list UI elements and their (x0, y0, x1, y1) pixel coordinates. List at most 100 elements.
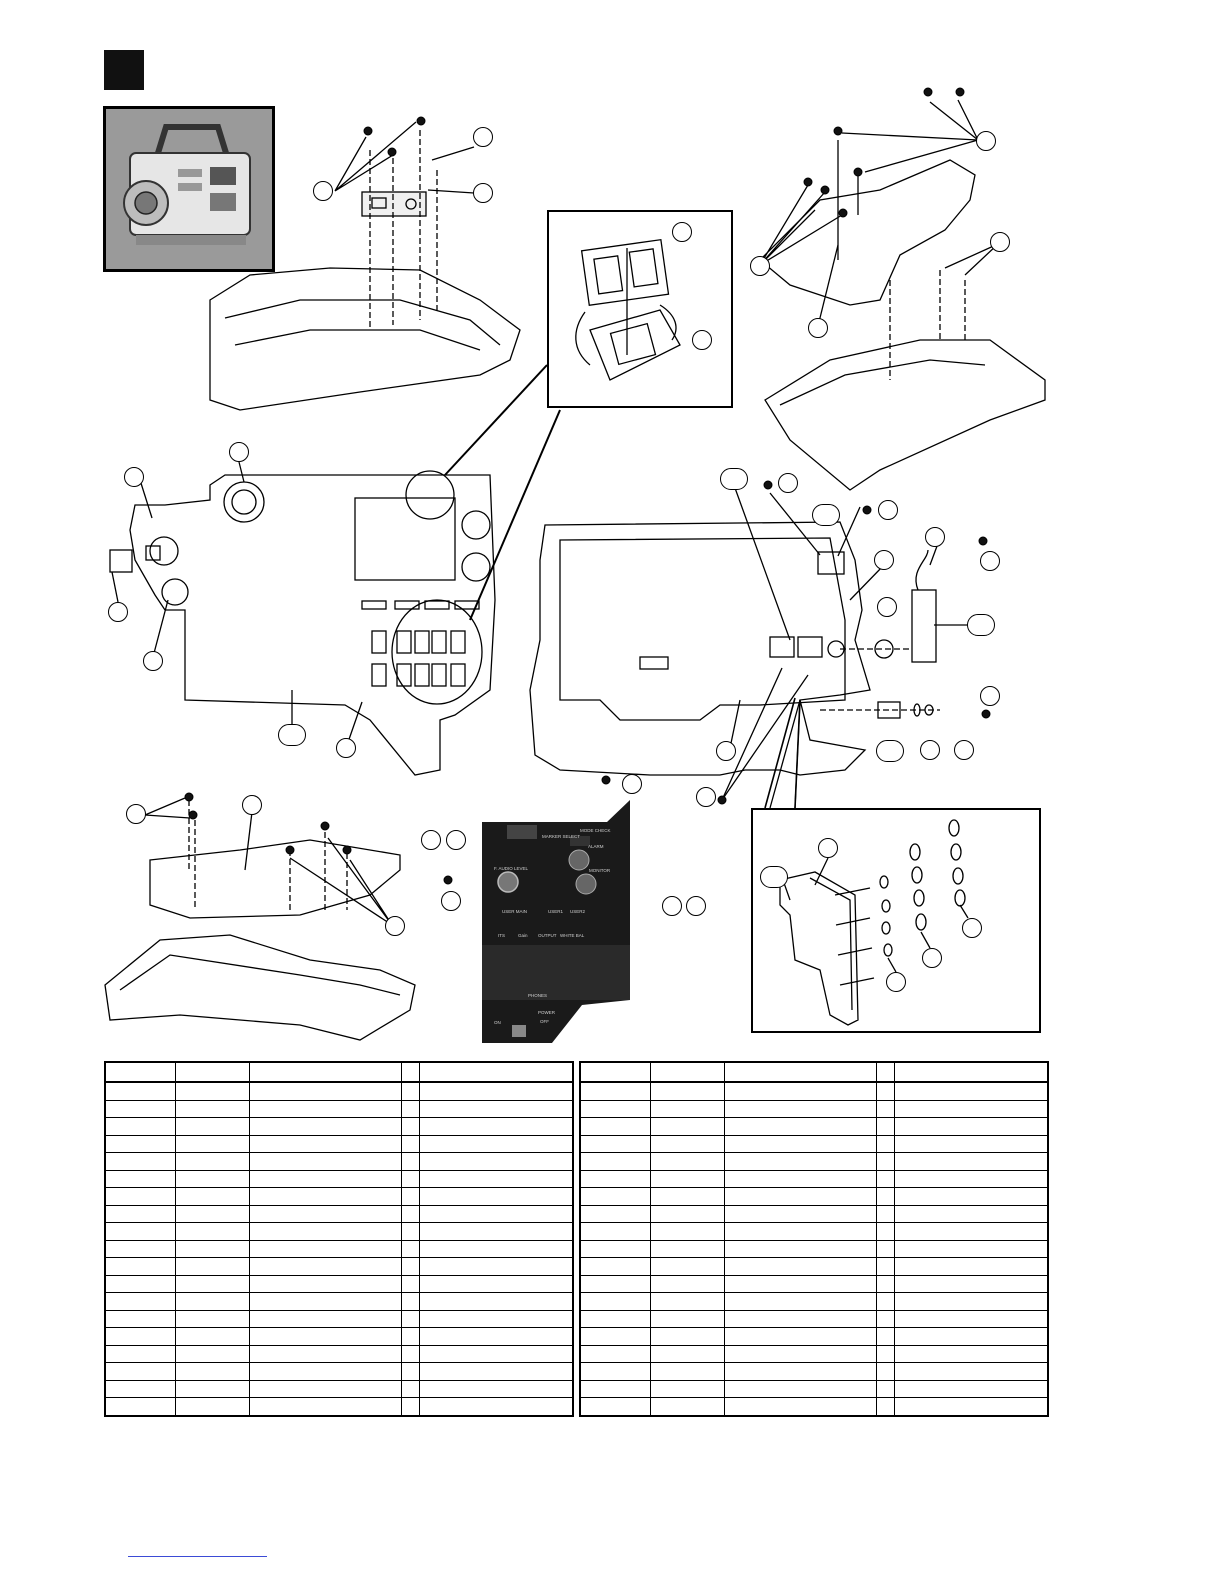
section-marker (104, 50, 144, 90)
table-cell (579, 1081, 651, 1101)
table-cell (248, 1257, 402, 1276)
table-cell (104, 1327, 176, 1346)
table-cell (579, 1152, 651, 1171)
table-row (104, 1134, 574, 1153)
callout-bubble (980, 686, 1000, 706)
table-cell (174, 1152, 250, 1171)
table-cell (875, 1204, 895, 1223)
callout-bubble (808, 318, 828, 338)
table-row (104, 1327, 574, 1346)
table-cell (400, 1344, 420, 1363)
table-cell (174, 1081, 250, 1101)
table-row (579, 1081, 1049, 1101)
callout-bubble (696, 787, 716, 807)
table-row (579, 1379, 1049, 1398)
table-cell (649, 1257, 725, 1276)
table-cell (893, 1309, 1049, 1328)
table-cell (579, 1379, 651, 1398)
table-row (579, 1327, 1049, 1346)
table-cell (893, 1397, 1049, 1416)
table-row (104, 1152, 574, 1171)
table-row (104, 1204, 574, 1223)
table-header-row (104, 1061, 574, 1083)
table-cell (893, 1239, 1049, 1258)
table-cell (248, 1397, 402, 1416)
callout-bubble (108, 602, 128, 622)
table-cell (418, 1169, 574, 1188)
table-cell (418, 1274, 574, 1293)
table-cell (723, 1204, 877, 1223)
table-row (579, 1222, 1049, 1241)
table-cell (104, 1222, 176, 1241)
table-cell (723, 1397, 877, 1416)
table-cell (418, 1152, 574, 1171)
table-cell (174, 1274, 250, 1293)
table-cell (174, 1397, 250, 1416)
exploded-view-drawing (104, 87, 1046, 1041)
table-cell (723, 1081, 877, 1101)
table-cell (248, 1362, 402, 1381)
table-header-row (579, 1061, 1049, 1083)
table-cell (174, 1117, 250, 1136)
table-cell (248, 1222, 402, 1241)
table-cell (400, 1222, 420, 1241)
callout-bubble (750, 256, 770, 276)
photo-label-on: ON (494, 1020, 501, 1025)
side-connector-board (911, 589, 937, 663)
photo-label-marker-select: MARKER SELECT (542, 834, 580, 839)
table-cell (174, 1344, 250, 1363)
callout-bubble (954, 740, 974, 760)
footer-link-underline[interactable] (128, 1556, 267, 1557)
table-row (579, 1344, 1049, 1363)
table-row (104, 1117, 574, 1136)
table-cell (104, 1379, 176, 1398)
top-module (361, 191, 427, 217)
table-cell (248, 1327, 402, 1346)
table-cell (174, 1099, 250, 1118)
table-cell (579, 1099, 651, 1118)
photo-label-white-bal: WHITE BAL (560, 933, 585, 938)
photo-label-alarm: ALARM (588, 844, 604, 849)
table-cell (104, 1134, 176, 1153)
table-cell (104, 1187, 176, 1206)
callout-bubble (441, 891, 461, 911)
table-row (579, 1239, 1049, 1258)
callout-bubble (143, 651, 163, 671)
table-cell (723, 1327, 877, 1346)
callout-bubble (686, 896, 706, 916)
callout-bubble (877, 597, 897, 617)
table-cell (418, 1379, 574, 1398)
table-cell (248, 1134, 402, 1153)
table-row (579, 1117, 1049, 1136)
table-row (579, 1362, 1049, 1381)
table-cell (418, 1257, 574, 1276)
callout-bubble (124, 467, 144, 487)
table-row (104, 1362, 574, 1381)
callout-bubble (925, 527, 945, 547)
table-cell (418, 1327, 574, 1346)
table-cell (400, 1309, 420, 1328)
table-cell (875, 1187, 895, 1206)
table-cell (579, 1397, 651, 1416)
table-cell (248, 1169, 402, 1188)
table-cell (893, 1222, 1049, 1241)
table-cell (400, 1257, 420, 1276)
table-row (104, 1292, 574, 1311)
table-cell (400, 1099, 420, 1118)
callout-bubble (920, 740, 940, 760)
callout-bubble (421, 830, 441, 850)
table-row (579, 1152, 1049, 1171)
main-pcb-outline (129, 474, 496, 776)
table-cell (174, 1309, 250, 1328)
table-cell (104, 1117, 176, 1136)
table-cell (104, 1397, 176, 1416)
table-cell (579, 1344, 651, 1363)
photo-label-user2: USER2 (570, 909, 586, 914)
table-cell (104, 1344, 176, 1363)
table-row (104, 1274, 574, 1293)
table-cell (248, 1081, 402, 1101)
table-cell (893, 1204, 1049, 1223)
table-cell (893, 1274, 1049, 1293)
table-row (104, 1187, 574, 1206)
callout-bubble (662, 896, 682, 916)
